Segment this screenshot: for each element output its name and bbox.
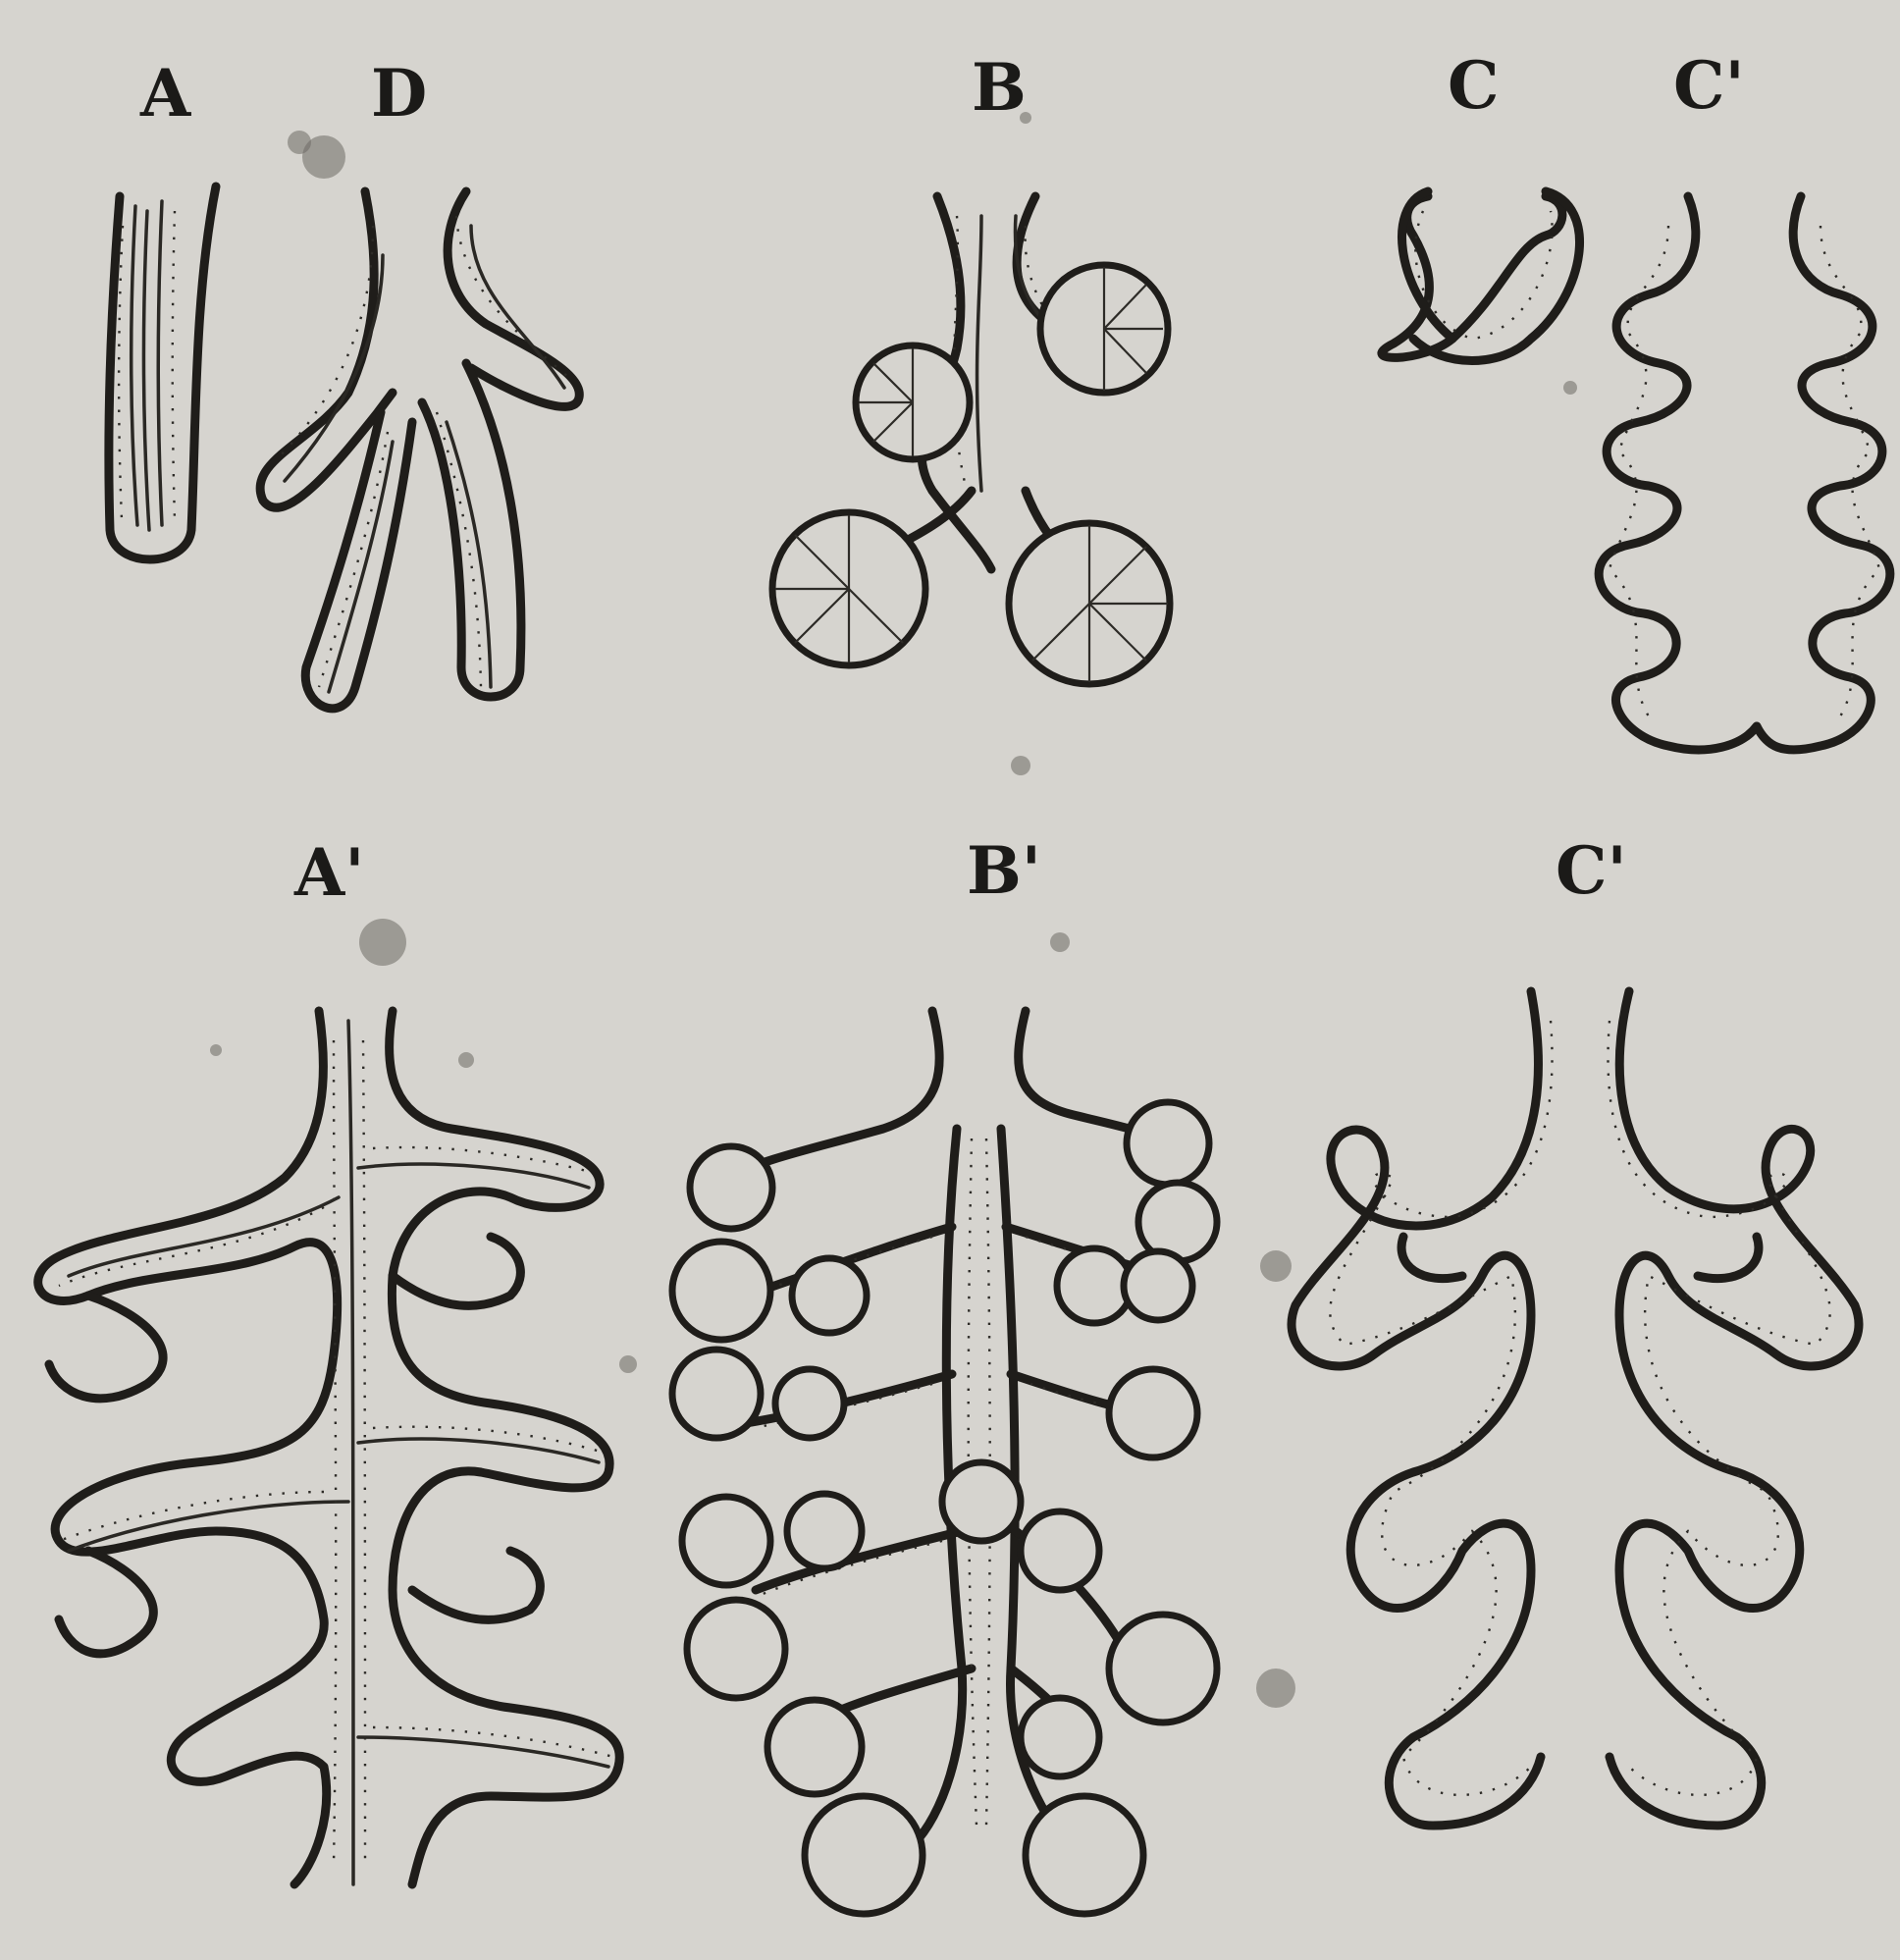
label-c-prime-bottom: C' xyxy=(1556,832,1627,909)
label-b: B xyxy=(972,49,1027,126)
figure-b: B xyxy=(772,49,1170,684)
label-c: C xyxy=(1448,47,1500,124)
label-a-prime: A' xyxy=(293,834,364,911)
figure-c-prime-top: C' xyxy=(1599,47,1890,750)
label-c-prime-top: C' xyxy=(1673,47,1745,124)
figure-a: A xyxy=(109,55,216,559)
figure-c-prime-bottom: C' xyxy=(1292,832,1859,1826)
label-d: D xyxy=(371,55,427,132)
label-b-prime: B' xyxy=(967,832,1041,909)
label-a: A xyxy=(139,55,191,132)
figure-c: C xyxy=(1382,47,1580,361)
figure-a-prime: A' xyxy=(38,834,620,1884)
figure-b-prime: B' xyxy=(672,832,1217,1914)
